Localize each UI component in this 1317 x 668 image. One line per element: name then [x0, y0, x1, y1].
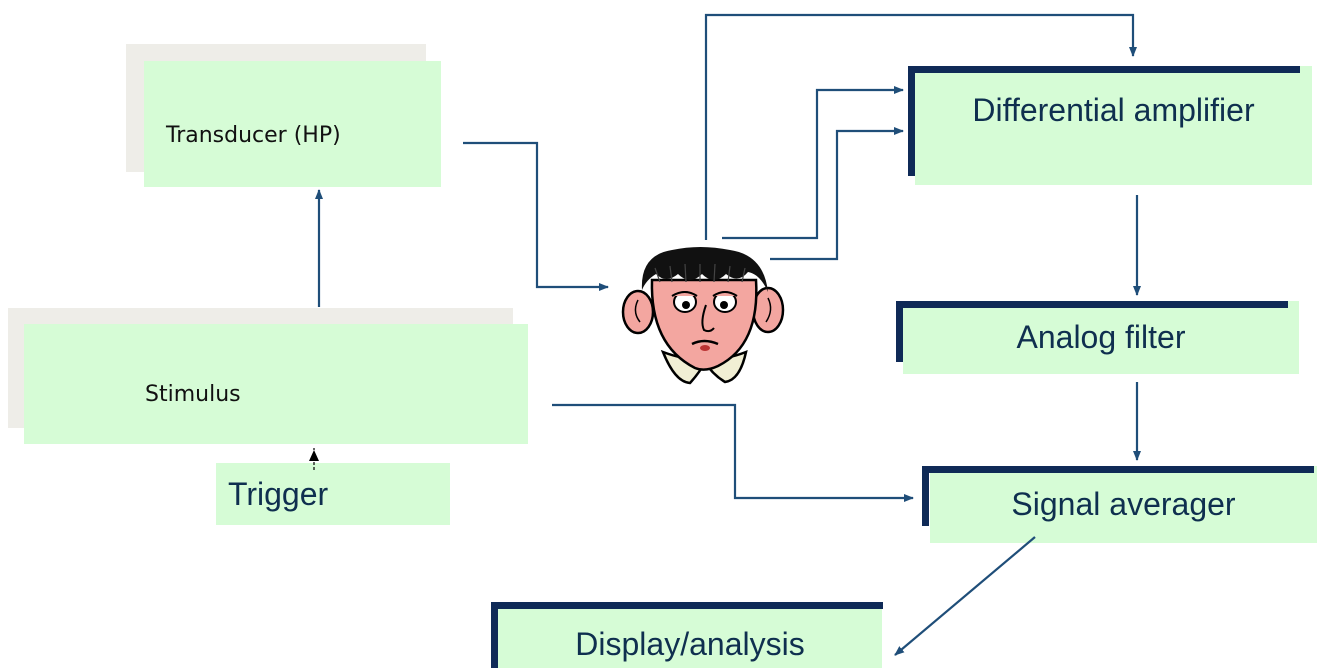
trigger-label: Trigger	[228, 475, 329, 512]
differential-amplifier-bar-left	[908, 66, 915, 176]
display-analysis-block: Display/analysis	[498, 602, 882, 668]
transducer-block: Transducer (HP)	[144, 61, 441, 187]
subject-head-icon	[621, 247, 785, 385]
stimulus-block: Stimulus	[24, 324, 528, 444]
analog-filter-block: Analog filter	[903, 301, 1299, 374]
arrow-averager-to-display	[894, 536, 1036, 656]
stimulus-label: Stimulus	[145, 382, 241, 407]
signal-averager-bar-left	[922, 466, 929, 526]
differential-amplifier-label: Differential amplifier	[972, 92, 1255, 128]
analog-filter-bar-left	[896, 301, 903, 362]
analog-filter-label: Analog filter	[1016, 319, 1186, 355]
signal-averager-bar-top	[922, 466, 1314, 473]
arrow-transducer-to-subject	[463, 141, 609, 291]
analog-filter-bar-top	[896, 301, 1288, 308]
display-analysis-bar-top	[491, 602, 883, 609]
display-analysis-label: Display/analysis	[575, 625, 805, 662]
arrow-lead-low-to-amplifier	[770, 127, 904, 261]
signal-averager-block: Signal averager	[930, 466, 1317, 543]
arrow-lead-mid-to-amplifier	[722, 86, 904, 240]
trigger-block: Trigger	[216, 463, 450, 525]
arrow-stimulus-to-averager	[552, 403, 914, 502]
differential-amplifier-block: Differential amplifier	[915, 66, 1312, 185]
display-analysis-bar-left	[491, 602, 498, 668]
differential-amplifier-bar-top	[908, 66, 1300, 73]
transducer-label: Transducer (HP)	[166, 123, 341, 148]
signal-averager-label: Signal averager	[1011, 486, 1236, 522]
